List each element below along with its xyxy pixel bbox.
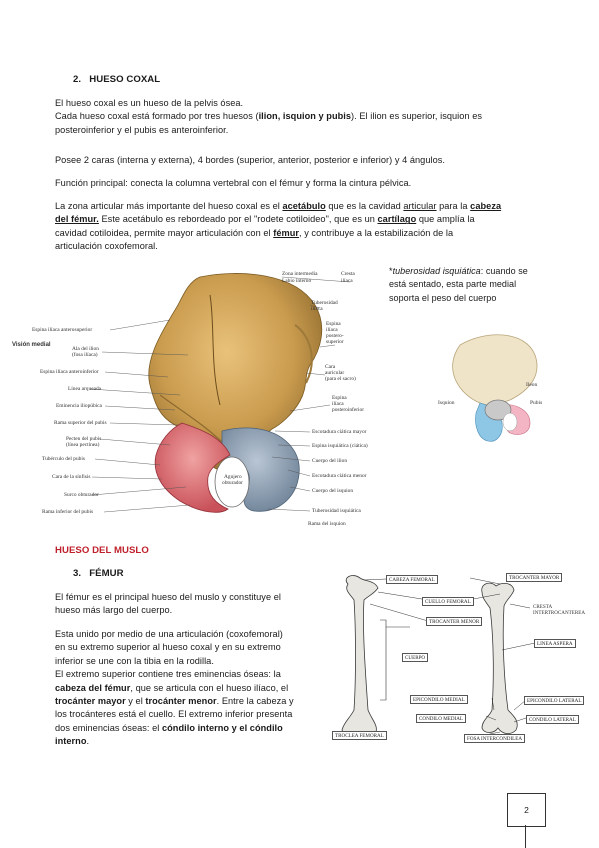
- label-epicondilo-medial: EPICONDILO MEDIAL: [410, 695, 468, 704]
- label-isquion: Isquion: [438, 400, 455, 406]
- femur-figure: CABEZA FEMORAL TROCANTER MAYOR CUELLO FE…: [330, 570, 590, 748]
- label-cresta: Cresta: [341, 271, 355, 277]
- label-espina-anteroinferior: Espina ilíaca anteroinferior: [40, 369, 99, 375]
- section-heading: 2. HUESO COXAL: [73, 73, 160, 86]
- page-number-box: 2: [507, 793, 546, 827]
- hip-bone-illustration: [452, 334, 538, 442]
- acetabulo: [484, 399, 512, 421]
- femur-posterior: [481, 582, 518, 734]
- section-title: HUESO COXAL: [89, 74, 161, 85]
- label-labio-interno: Labio interno: [282, 278, 312, 284]
- page-number: 2: [524, 805, 529, 815]
- ileon-region: [452, 334, 538, 406]
- femur-anterior: [341, 575, 379, 737]
- label-cara-auricular: Cara: [325, 364, 336, 370]
- label-condilo-medial: CONDILO MEDIAL: [416, 714, 466, 723]
- label-espina-isquiatica: Espina isquiática (ciática): [312, 443, 368, 449]
- label-linea-pectinea: (línea pectínea): [66, 442, 100, 448]
- label-espina-posterosuperior: Espina: [326, 321, 341, 327]
- paragraph-acetabulo: La zona articular más importante del hue…: [55, 201, 502, 252]
- label-troclea-femoral: TROCLEA FEMORAL: [332, 731, 387, 740]
- label-escotadura-mayor: Escotadura ciática mayor: [312, 429, 367, 435]
- text-line: Cada hueso coxal está formado por tres h…: [55, 111, 482, 122]
- obturator-foramen: [214, 456, 250, 508]
- label-cara-sinfisis: Cara de la sínfisis: [52, 474, 91, 480]
- label-ala-ilion: Ala del ilion: [72, 346, 99, 352]
- label-tuberosidad-iliaca: Tuberosidad: [311, 300, 338, 306]
- label-espina-anterosuperior: Espina ilíaca anterosuperior: [32, 327, 93, 333]
- label-cresta-intertrocanterea: CRESTA: [533, 604, 553, 610]
- note-tuberosidad: *tuberosidad isquiática: cuando se está …: [389, 266, 528, 303]
- label-condilo-lateral: CONDILO LATERAL: [526, 715, 579, 724]
- label-cresta-iliaca: ilíaca: [341, 278, 353, 284]
- label-rama-inferior-pubis: Rama inferior del pubis: [42, 509, 94, 515]
- section-number: 2.: [73, 74, 82, 85]
- label-cuello-femoral: CUELLO FEMORAL: [422, 597, 474, 606]
- paragraph-funcion: Función principal: conecta la columna ve…: [55, 178, 412, 188]
- label-linea-arqueada: Línea arqueada: [68, 386, 102, 392]
- paragraph-femur-detail: Esta unido por medio de una articulación…: [55, 629, 294, 747]
- coxal-bone-figure: Visión medial Espina ilíaca anterosuperi…: [10, 265, 375, 527]
- label-surco-obturador: Surco obturador: [64, 492, 99, 498]
- label-trocanter-menor: TROCANTER MENOR: [426, 617, 483, 626]
- label-cuerpo-ilion: Cuerpo del ilion: [312, 458, 348, 464]
- label-cuerpo-isquion: Cuerpo del isquion: [312, 488, 354, 494]
- label-tuberculo-pubis: Tubérculo del pubis: [42, 456, 85, 462]
- coxal-illustration: [89, 273, 351, 513]
- paragraph-femur-intro: El fémur es el principal hueso del muslo…: [55, 592, 281, 616]
- label-zona-intermedia: Zona intermedia: [282, 271, 318, 277]
- section-heading-muslo: HUESO DEL MUSLO: [55, 545, 149, 556]
- label-ileon: Ileon: [526, 382, 538, 388]
- label-rama-superior-pubis: Rama superior del pubis: [54, 420, 107, 426]
- page-number-line: [525, 825, 526, 848]
- label-fosa-iliaca: (fosa ilíaca): [72, 352, 98, 358]
- label-rama-isquion: Rama del isquion: [308, 521, 346, 527]
- label-epicondilo-lateral: EPICONDILO LATERAL: [524, 696, 585, 705]
- pubis-shape: [154, 422, 231, 513]
- text-line: El hueso coxal es un hueso de la pelvis …: [55, 98, 244, 108]
- label-espina-posteroinferior: Espina: [332, 395, 347, 401]
- paragraph-intro: El hueso coxal es un hueso de la pelvis …: [55, 97, 555, 137]
- label-pubis: Pubis: [530, 400, 543, 406]
- label-cuerpo: CUERPO: [402, 653, 429, 662]
- text-line: posteroinferior y el pubis es anteroinfe…: [55, 124, 229, 135]
- femur-heading: 3. FÉMUR: [73, 568, 124, 579]
- label-pecten-pubis: Pecten del pubis: [66, 436, 102, 442]
- paragraph-caras: Posee 2 caras (interna y externa), 4 bor…: [55, 155, 445, 165]
- label-eminencia-iliopubica: Eminencia iliopúbica: [56, 403, 102, 409]
- label-trocanter-mayor: TROCANTER MAYOR: [506, 573, 563, 582]
- label-fosa-intercondilea: FOSA INTERCONDILEA: [464, 734, 526, 743]
- hip-bone-color-figure: Ileon Isquion Pubis: [430, 325, 560, 450]
- label-escotadura-menor: Escotadura ciática menor: [312, 473, 367, 479]
- label-agujero-obturador: Agujero: [224, 474, 242, 480]
- label-tuberosidad-isquiatica: Tuberosidad isquiática: [312, 508, 361, 514]
- label-cabeza-femoral: CABEZA FEMORAL: [386, 575, 438, 584]
- label-linea-aspera: LINEA ASPERA: [534, 639, 576, 648]
- vision-medial-label: Visión medial: [12, 342, 51, 348]
